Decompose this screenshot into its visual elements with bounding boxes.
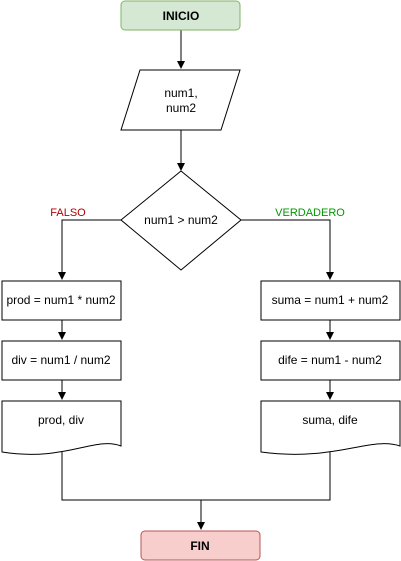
process-prod: prod = num1 * num2	[1, 280, 122, 321]
input-node: num1, num2	[120, 69, 241, 131]
process-dife-label: dife = num1 - num2	[278, 353, 382, 367]
start-label: INICIO	[163, 9, 200, 23]
output-suma-dife-label: suma, dife	[302, 413, 358, 427]
process-div-label: div = num1 / num2	[11, 353, 110, 367]
process-prod-label: prod = num1 * num2	[6, 293, 115, 307]
end-node: FIN	[140, 530, 261, 561]
connector-true-output-to-end	[201, 452, 331, 501]
output-prod-div: prod, div	[1, 400, 122, 455]
connector-false-output-to-end	[61, 452, 205, 530]
connector-decision-to-true	[241, 219, 334, 280]
end-label: FIN	[190, 539, 209, 553]
start-node: INICIO	[120, 0, 241, 31]
process-suma: suma = num1 + num2	[260, 280, 401, 321]
decision-label: num1 > num2	[144, 213, 218, 227]
connector-decision-to-false	[58, 219, 121, 280]
output-suma-dife: suma, dife	[260, 400, 401, 455]
decision-node: num1 > num2	[120, 170, 242, 271]
input-label-line2: num2	[166, 101, 196, 115]
true-branch-label: VERDADERO	[275, 207, 345, 219]
connectors	[58, 30, 334, 530]
false-branch-label: FALSO	[50, 207, 86, 219]
process-dife: dife = num1 - num2	[260, 340, 401, 381]
input-label-line1: num1,	[164, 86, 197, 100]
process-suma-label: suma = num1 + num2	[272, 293, 389, 307]
process-div: div = num1 / num2	[1, 340, 122, 381]
output-prod-div-label: prod, div	[38, 413, 84, 427]
